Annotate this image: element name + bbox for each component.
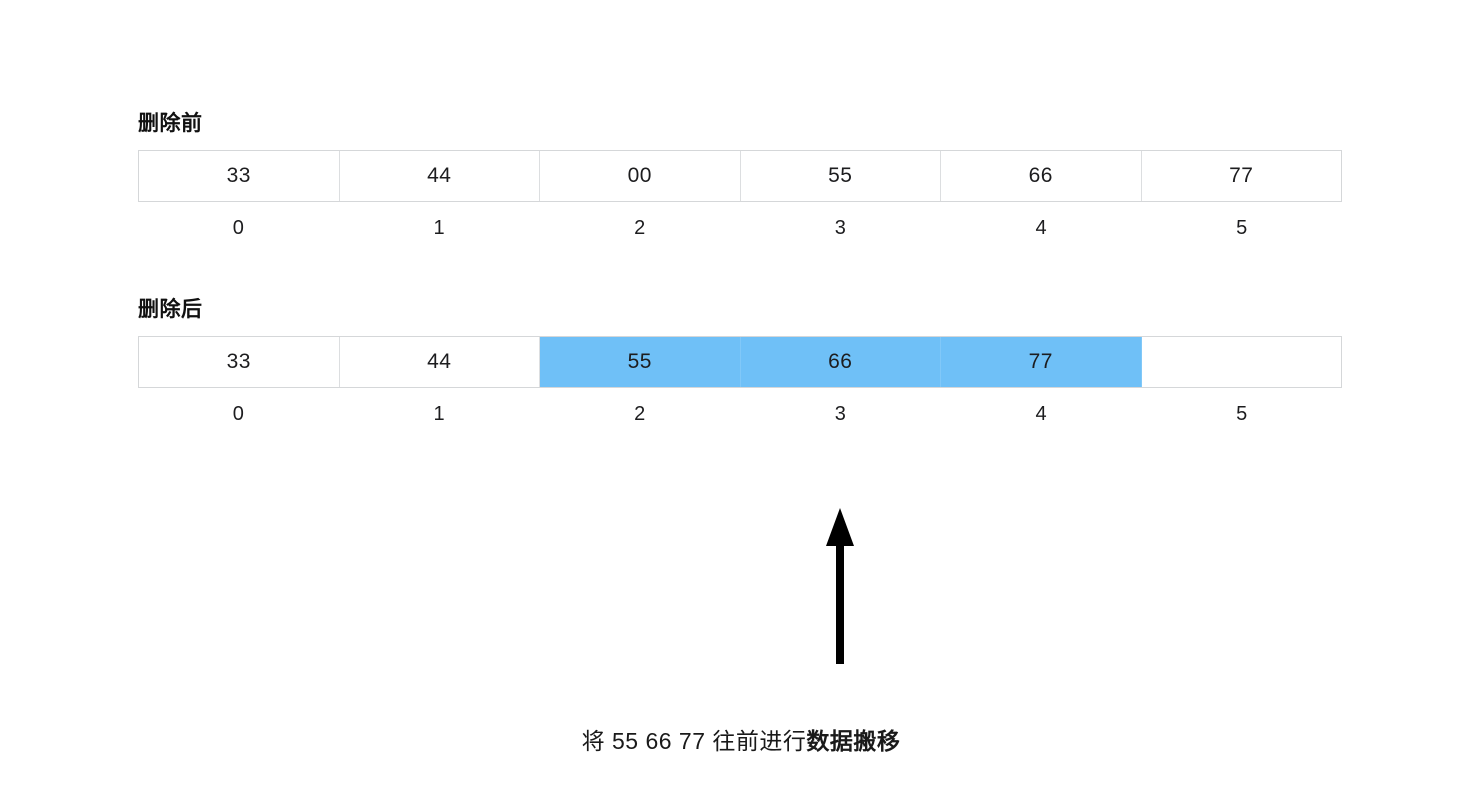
array-row-after: 33 44 55 66 77 xyxy=(138,336,1342,388)
array-index: 4 xyxy=(1035,402,1047,425)
array-block-after: 33 44 55 66 77 0 1 2 3 4 5 xyxy=(138,336,1342,434)
array-cell: 33 xyxy=(139,337,340,387)
caption-strong-text: 数据搬移 xyxy=(806,728,901,754)
array-cell: 44 xyxy=(339,337,540,387)
section-title-after: 删除后 xyxy=(138,298,203,321)
array-index: 2 xyxy=(634,402,646,425)
caption-normal-text: 将 55 66 77 往前进行 xyxy=(581,728,807,754)
array-index: 0 xyxy=(232,216,244,239)
array-row-before: 33 44 00 55 66 77 xyxy=(138,150,1342,202)
array-cell: 44 xyxy=(339,151,540,201)
array-cell: 77 xyxy=(1141,151,1341,201)
array-cell-highlighted: 66 xyxy=(740,337,941,387)
array-cell: 55 xyxy=(740,151,941,201)
section-title-before: 删除前 xyxy=(138,112,203,135)
array-block-before: 33 44 00 55 66 77 0 1 2 3 4 5 xyxy=(138,150,1342,248)
array-index: 5 xyxy=(1236,402,1248,425)
array-index: 0 xyxy=(232,402,244,425)
array-index: 3 xyxy=(834,402,846,425)
array-cell-highlighted: 77 xyxy=(941,337,1142,387)
array-cell-empty xyxy=(1141,337,1341,387)
array-index: 1 xyxy=(433,402,445,425)
arrow-up-icon xyxy=(822,508,858,664)
array-index: 1 xyxy=(433,216,445,239)
array-cell: 00 xyxy=(540,151,741,201)
array-cell: 66 xyxy=(941,151,1142,201)
array-index-row-before: 0 1 2 3 4 5 xyxy=(138,208,1342,248)
array-index: 5 xyxy=(1236,216,1248,239)
array-index: 3 xyxy=(834,216,846,239)
array-index: 2 xyxy=(634,216,646,239)
array-index: 4 xyxy=(1035,216,1047,239)
array-cell-highlighted: 55 xyxy=(540,337,741,387)
array-index-row-after: 0 1 2 3 4 5 xyxy=(138,394,1342,434)
caption: 将 55 66 77 往前进行数据搬移 xyxy=(0,722,1482,756)
array-cell: 33 xyxy=(139,151,340,201)
